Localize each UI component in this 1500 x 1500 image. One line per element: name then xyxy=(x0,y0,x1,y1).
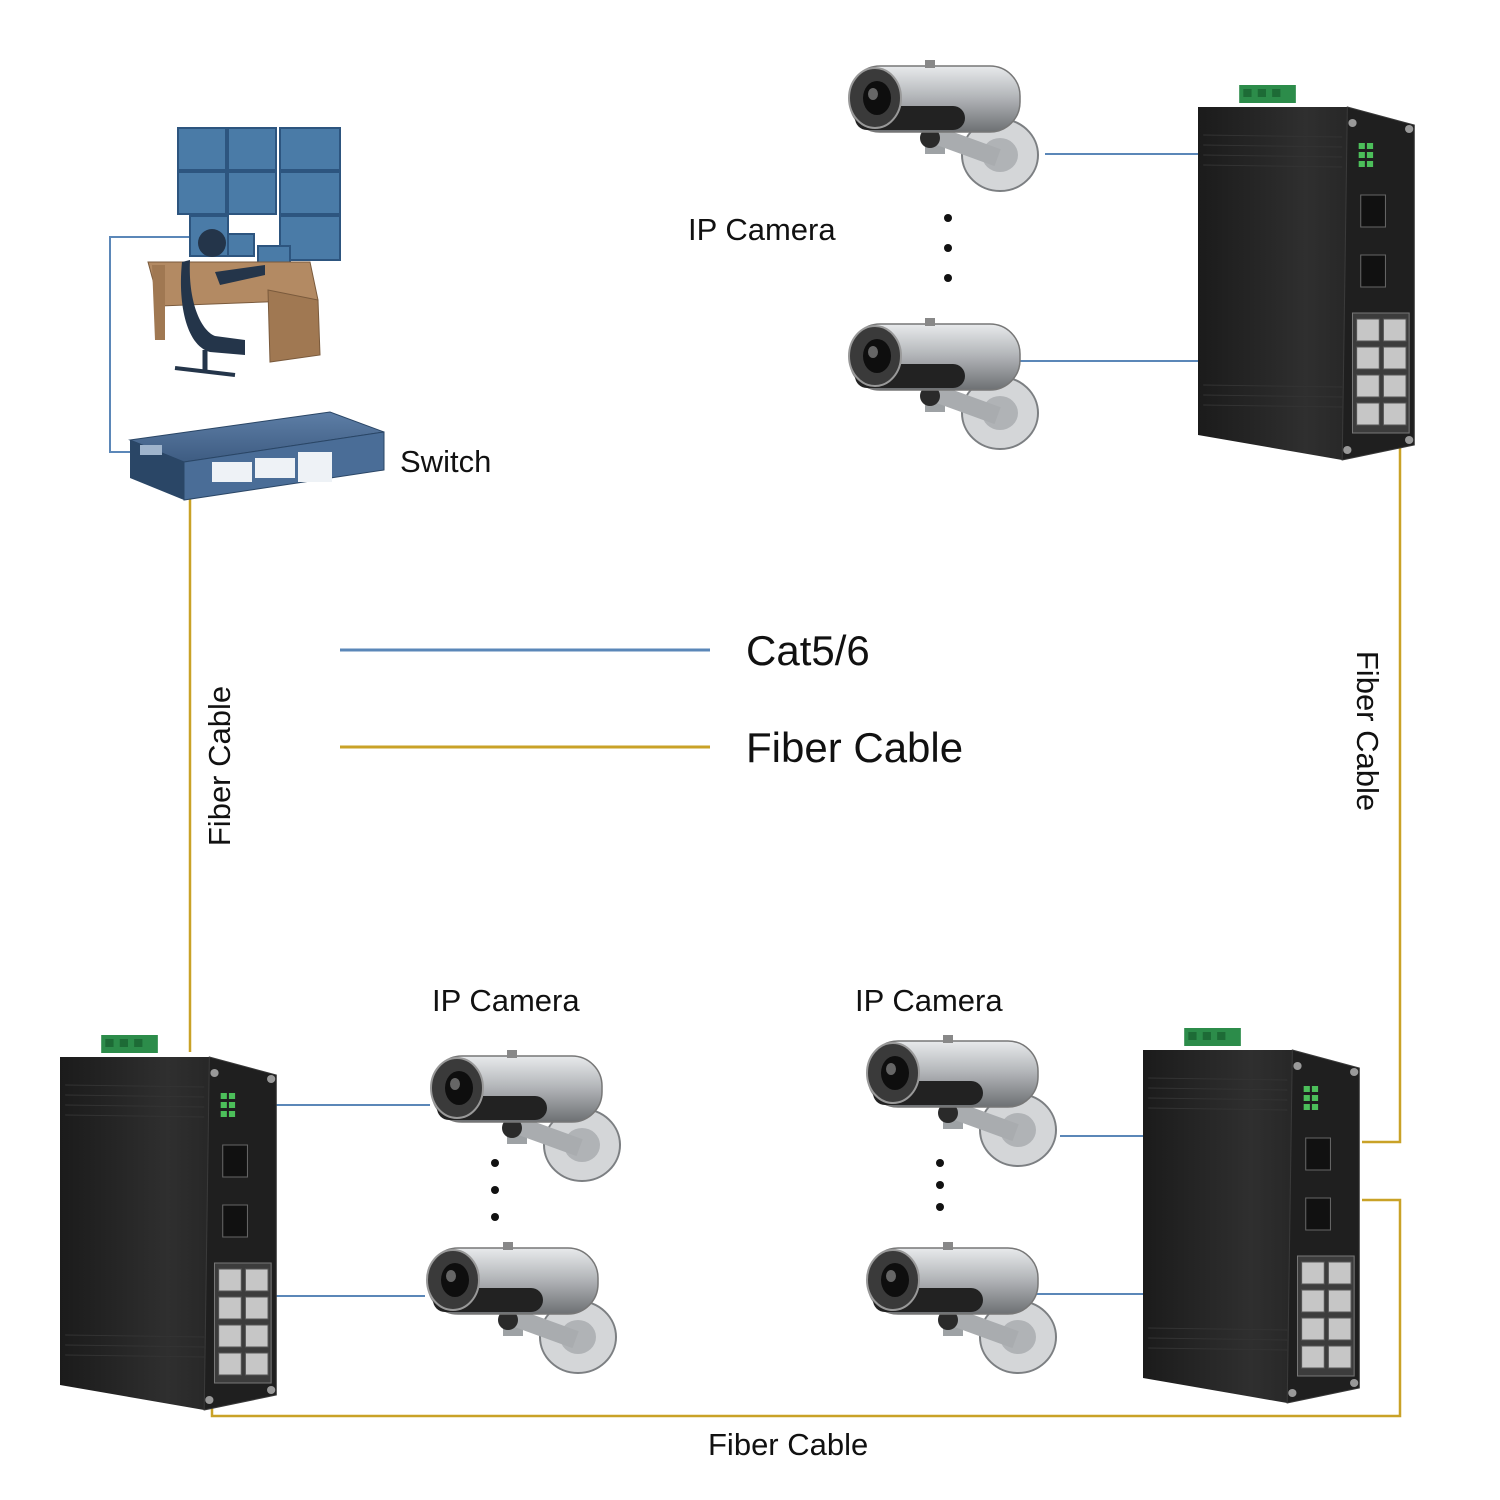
cat-cable-monitor-switch xyxy=(109,236,190,453)
ip-camera-label-bottom-left: IP Camera xyxy=(432,983,580,1018)
industrial-switch-icon-bottom-right xyxy=(1142,1027,1360,1404)
ip-camera-icon-2 xyxy=(848,317,1039,450)
fiber-cables xyxy=(188,433,1402,1418)
legend-fiber-label: Fiber Cable xyxy=(746,724,964,771)
ellipsis-dots xyxy=(491,214,952,1221)
ip-camera-icon-3 xyxy=(430,1049,621,1182)
fiber-cable-label-bottom: Fiber Cable xyxy=(708,1427,869,1462)
fiber-cable-right xyxy=(1362,433,1402,1144)
core-switch-icon xyxy=(128,411,385,501)
industrial-switch-icon-top-right xyxy=(1197,84,1415,461)
fiber-cable-bottom xyxy=(210,1198,1402,1418)
ip-camera-label-bottom-right: IP Camera xyxy=(855,983,1003,1018)
ip-camera-icon-6 xyxy=(866,1241,1057,1374)
ip-camera-label-top: IP Camera xyxy=(688,212,836,247)
industrial-switch-icon-bottom-left xyxy=(59,1034,277,1411)
ip-camera-icon-5 xyxy=(866,1034,1057,1167)
cat-cables xyxy=(109,153,1198,1297)
ip-camera-icon-4 xyxy=(426,1241,617,1374)
fiber-cable-label-right: Fiber Cable xyxy=(1350,650,1385,812)
switch-label: Switch xyxy=(400,444,492,479)
fiber-cable-label-left: Fiber Cable xyxy=(202,685,237,847)
ip-camera-icon-1 xyxy=(848,59,1039,192)
legend-cat-label: Cat5/6 xyxy=(746,627,870,674)
monitoring-station-icon xyxy=(147,127,341,377)
